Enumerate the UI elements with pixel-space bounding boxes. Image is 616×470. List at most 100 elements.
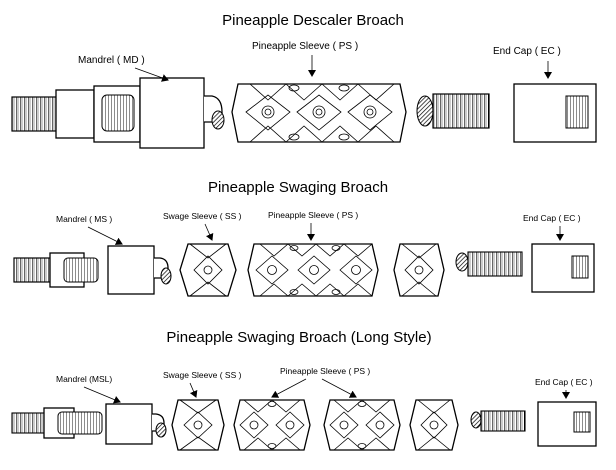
swage-diamond [183,411,213,439]
swage-diamond [193,255,223,285]
mandrel-threaded-end [11,412,45,434]
swage-outline [171,399,225,451]
threaded-stud-3 [470,410,526,432]
stud-section [416,95,434,127]
sleeve-bottom-socket [331,289,341,295]
sleeve-diamond [329,411,359,439]
swage-outline [179,243,237,297]
sleeve-top-socket [357,401,367,407]
pineapple-sleeve-ps-2 [247,243,379,297]
end-cap-bore [573,411,591,433]
swage-teeth [417,436,451,451]
threaded-stud [416,93,490,129]
sleeve-teeth-top [243,399,301,413]
label-end-cap-ec: End Cap ( EC ) [493,46,561,57]
label-pineapple-sleeve-ps-2: Pineapple Sleeve ( PS ) [268,210,358,220]
sleeve-diamond [255,255,289,285]
sleeve-diamond [347,94,393,131]
long-style-broach-diagram: Pineapple Swaging Broach (Long Style) [11,329,597,451]
stud-section [455,252,469,272]
sleeve-socket-icon [339,420,349,430]
mandrel-shoulder [55,89,95,139]
pineapple-sleeve-ps [231,83,407,143]
sleeve-bottom-socket [338,133,350,141]
sleeve-diamond [245,94,291,131]
sleeve-top-socket [289,245,299,251]
long-style-title: Pineapple Swaging Broach (Long Style) [166,329,431,346]
swage-teeth [401,243,437,259]
descaler-broach-diagram: Pineapple Descaler Broach [11,12,597,149]
mandrel-threaded-end [13,257,51,283]
sleeve-diamond [297,255,331,285]
swage-socket-icon [429,420,439,430]
sleeve-socket-icon [285,420,295,430]
swage-diamond [420,411,448,439]
swage-teeth [189,281,227,297]
mandrel-head [105,403,153,445]
swaging-broach-diagram: Pineapple Swaging Broach [13,179,595,297]
sleeve-bottom-socket [357,443,367,449]
sleeve-socket-icon [312,105,326,119]
mandrel-grip [63,257,99,283]
swage-outline [393,243,445,297]
label-mandrel-ms: Mandrel ( MS ) [56,214,112,224]
sleeve-diamond [365,411,395,439]
leader-mandrel-ms [87,226,123,245]
mandrel-threaded-end [11,96,57,132]
label-end-cap-ec-2: End Cap ( EC ) [523,213,581,223]
swage-diamond [404,255,434,285]
stud-section [470,411,482,429]
swage-socket-icon [414,265,424,275]
sleeve-socket-icon [366,108,374,116]
swage-teeth [179,436,217,451]
sleeve-teeth-top [333,399,391,413]
label-pineapple-sleeve-ps: Pineapple Sleeve ( PS ) [252,41,358,52]
end-cap-bore [565,95,589,129]
sleeve-socket-icon [309,265,319,275]
swage-teeth [401,281,437,297]
sleeve-socket-icon [267,265,277,275]
sleeve-diamond [339,255,373,285]
swage-sleeve-ss-2 [393,243,445,297]
swage-outline [409,399,459,451]
label-pineapple-sleeve-ps-3: Pineapple Sleeve ( PS ) [280,366,370,376]
label-mandrel-md: Mandrel ( MD ) [78,55,145,66]
mandrel-pilot-section [155,422,167,438]
sleeve-teeth-bottom [243,437,301,451]
leader-swage-sleeve-ss [204,223,214,241]
sleeve-socket-icon [249,420,259,430]
sleeve-diamond [275,411,305,439]
sleeve-bottom-socket [289,289,299,295]
mandrel-msl [11,403,167,445]
sleeve-socket-icon [363,105,377,119]
mandrel-pilot-section [211,110,225,130]
swage-teeth [417,399,451,414]
swaging-title: Pineapple Swaging Broach [208,179,388,196]
mandrel-md [11,77,225,149]
stud-thread [467,251,523,277]
sleeve-socket-icon [351,265,361,275]
sleeve-diamond [239,411,269,439]
sleeve-outline [233,399,311,451]
swage-sleeve-ss-4 [409,399,459,451]
sleeve-outline [323,399,401,451]
stud-thread [480,410,526,432]
sleeve-top-socket [338,84,350,92]
leader-pineapple-sleeve-b [321,378,357,398]
label-swage-sleeve-ss: Swage Sleeve ( SS ) [163,211,242,221]
sleeve-top-socket [331,245,341,251]
swage-teeth [189,243,227,259]
mandrel-head [139,77,205,149]
leader-swage-sleeve-ss-3 [189,382,198,398]
sleeve-teeth-bottom [333,437,391,451]
end-cap-body [513,83,597,143]
sleeve-outline [231,83,407,143]
leader-mandrel-msl [83,386,121,404]
leader-pineapple-sleeve-a [271,378,307,398]
end-cap-ec [513,83,597,143]
end-cap-ec-2 [531,243,595,293]
sleeve-socket-icon [375,420,385,430]
swage-sleeve-ss [179,243,237,297]
leader-mandrel-md [134,67,169,82]
